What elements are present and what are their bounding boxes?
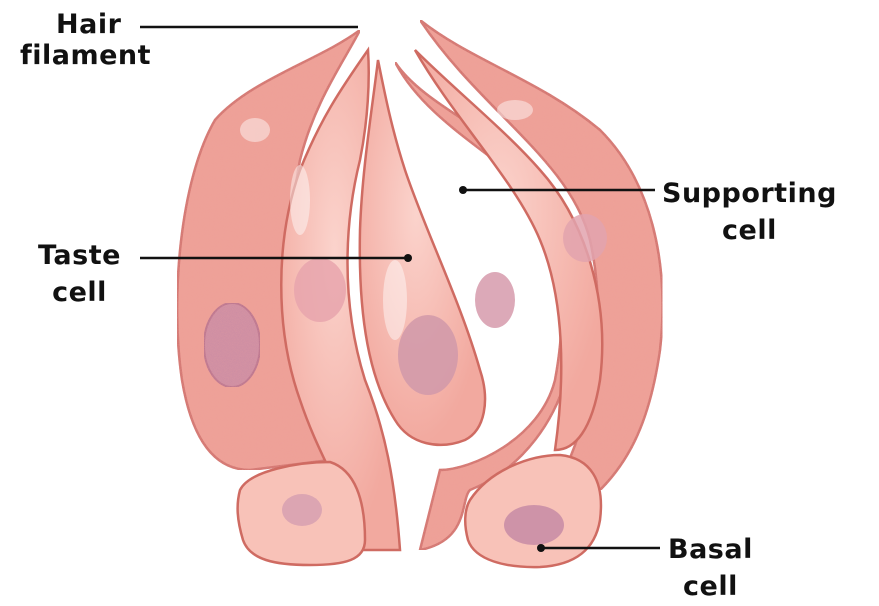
nucleus-right-taste (563, 214, 607, 262)
label-taste-cell-line2: cell (38, 271, 121, 308)
label-basal-cell-line1: Basal (668, 534, 753, 565)
label-hair-filament-line1: Hair (20, 9, 151, 40)
nucleus-basal-left (282, 494, 322, 526)
label-basal-cell-line2: cell (668, 565, 753, 602)
label-supporting-cell-line2: cell (662, 209, 837, 246)
label-supporting-cell-line1: Supporting (662, 178, 837, 209)
label-hair-filament: Hair filament (20, 9, 151, 71)
nucleus-center-supporting (475, 272, 515, 328)
nucleus-left-supporting (204, 303, 260, 387)
label-hair-filament-line2: filament (20, 40, 151, 71)
label-taste-cell-line1: Taste (38, 240, 121, 271)
nucleus-taste-main (398, 315, 458, 395)
label-supporting-cell: Supporting cell (662, 178, 837, 246)
nucleus-basal-right (504, 505, 564, 545)
nucleus-taste-left (294, 258, 346, 322)
label-basal-cell: Basal cell (668, 534, 753, 602)
label-taste-cell: Taste cell (38, 240, 121, 308)
